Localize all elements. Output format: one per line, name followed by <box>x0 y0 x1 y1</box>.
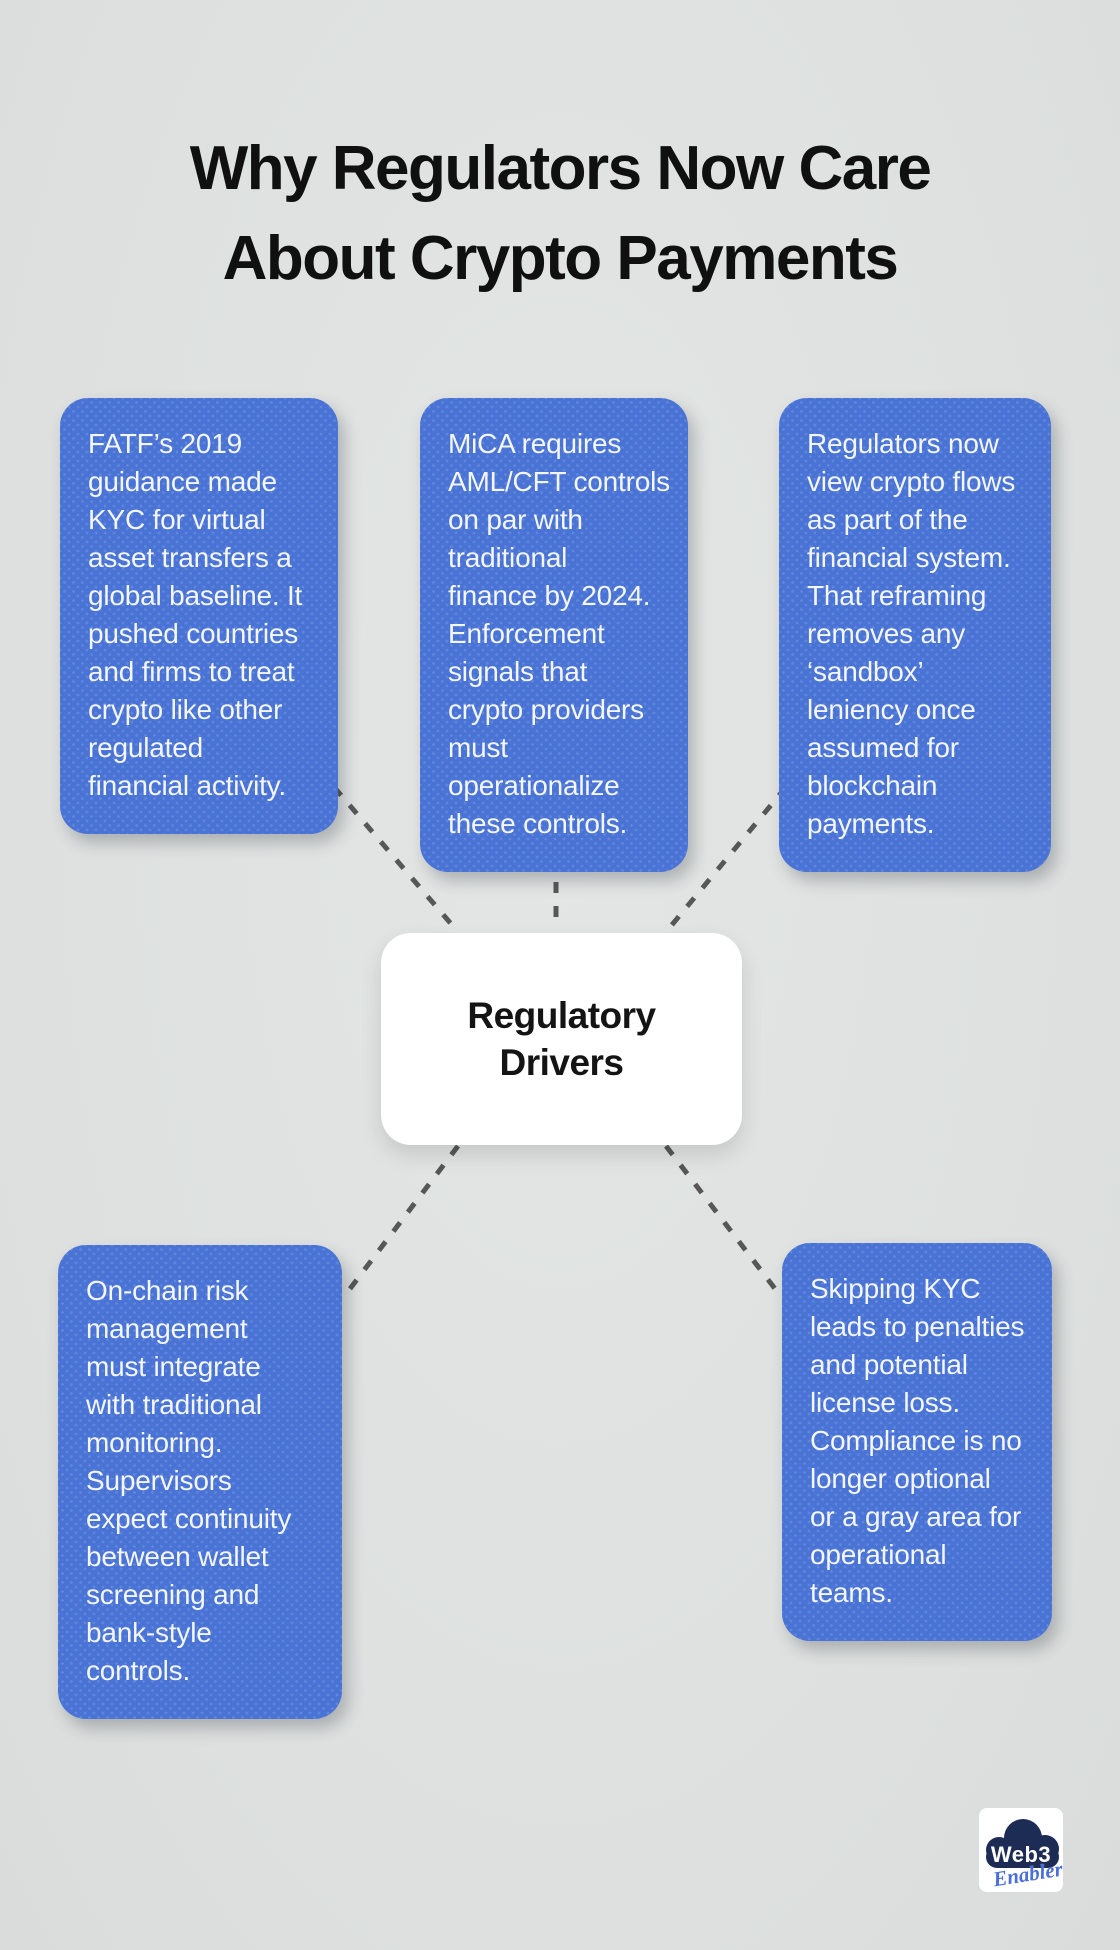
connector-bottom-right <box>664 1144 781 1296</box>
center-node-regulatory-drivers: Regulatory Drivers <box>381 933 742 1145</box>
card-skipping-kyc-penalties: Skipping KYC leads to penalties and pote… <box>782 1243 1052 1641</box>
card-onchain-risk-management: On-chain risk management must integrate … <box>58 1245 342 1719</box>
connector-bottom-left <box>344 1144 460 1296</box>
logo-text-web3: Web3 <box>990 1842 1052 1867</box>
page-title: Why Regulators Now Care About Crypto Pay… <box>189 133 932 293</box>
card-crypto-flows-reframing: Regulators now view crypto flows as part… <box>779 398 1051 872</box>
card-mica-aml-cft: MiCA requires AML/CFT controls on par wi… <box>420 398 688 872</box>
web3-enabler-logo: Web3 Enabler <box>979 1808 1064 1892</box>
card-fatf-baseline: FATF’s 2019 guidance made KYC for virtua… <box>60 398 338 834</box>
cloud-icon <box>986 1819 1059 1868</box>
